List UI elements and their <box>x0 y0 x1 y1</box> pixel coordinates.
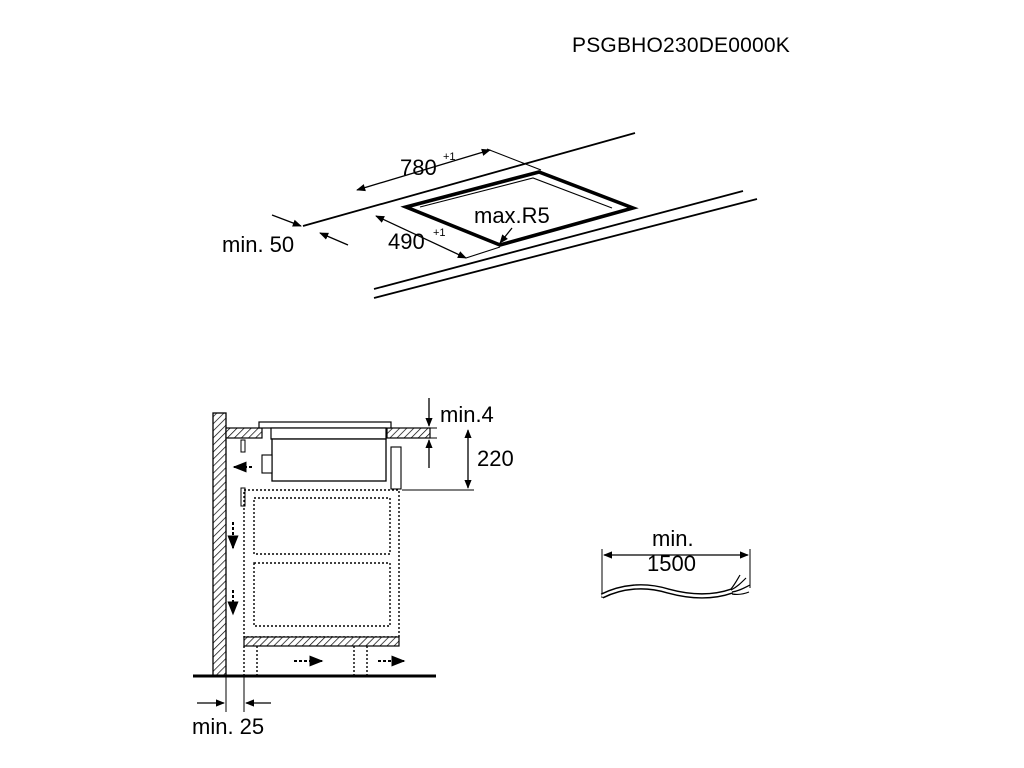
dimension-780-tolerance: +1 <box>443 151 456 163</box>
worktop-front-edge-2 <box>373 198 758 299</box>
dimension-780-label: 780 <box>400 155 437 180</box>
power-cable: min. 1500 <box>600 526 751 599</box>
hob-body <box>271 438 387 482</box>
height-220-label: 220 <box>477 446 514 471</box>
edge-distance-arrow-left <box>271 214 302 227</box>
bracket <box>240 439 246 453</box>
wall <box>212 412 227 677</box>
cutout-inner-rim <box>419 177 613 209</box>
worktop-back-edge <box>302 132 636 227</box>
edge-distance-label: min. 50 <box>222 232 294 257</box>
front-panel <box>390 446 402 490</box>
cable-wire-ends <box>730 574 751 595</box>
hob-outlet <box>261 454 273 474</box>
drawer-upper <box>253 497 391 555</box>
worktop-front-edge-1 <box>373 190 744 290</box>
ext-line-490 <box>465 246 501 259</box>
dimension-490-label: 490 <box>388 229 425 254</box>
hob-frame <box>270 427 387 440</box>
corner-radius-leader <box>499 227 513 244</box>
dimension-490-arrow <box>375 215 467 259</box>
dimension-780-arrow <box>356 148 491 192</box>
cutout-top-view: 780 +1 max.R5 490 +1 min. 50 <box>222 132 758 299</box>
model-code: PSGBHO230DE0000K <box>572 34 790 57</box>
edge-distance-arrow-right <box>319 232 349 246</box>
cabinet-outline <box>243 489 400 638</box>
corner-radius-label: max.R5 <box>474 203 550 228</box>
cable-length-label-min: min. <box>652 526 694 551</box>
worktop-left <box>225 427 263 439</box>
top-gap-label: min.4 <box>440 402 494 427</box>
dimension-490-tolerance: +1 <box>433 227 446 239</box>
hob-glass <box>258 421 392 429</box>
worktop-right <box>386 427 431 439</box>
cabinet-back-top <box>240 487 246 507</box>
cable-inner <box>601 585 733 598</box>
cabinet-bottom <box>243 636 400 647</box>
cabinet-cross-section: min.4 220 min. 25 <box>192 398 514 739</box>
drawer-lower <box>253 562 391 627</box>
wall-gap-label: min. 25 <box>192 714 264 739</box>
cutout-outline <box>400 170 639 247</box>
ext-line-780 <box>486 148 542 171</box>
